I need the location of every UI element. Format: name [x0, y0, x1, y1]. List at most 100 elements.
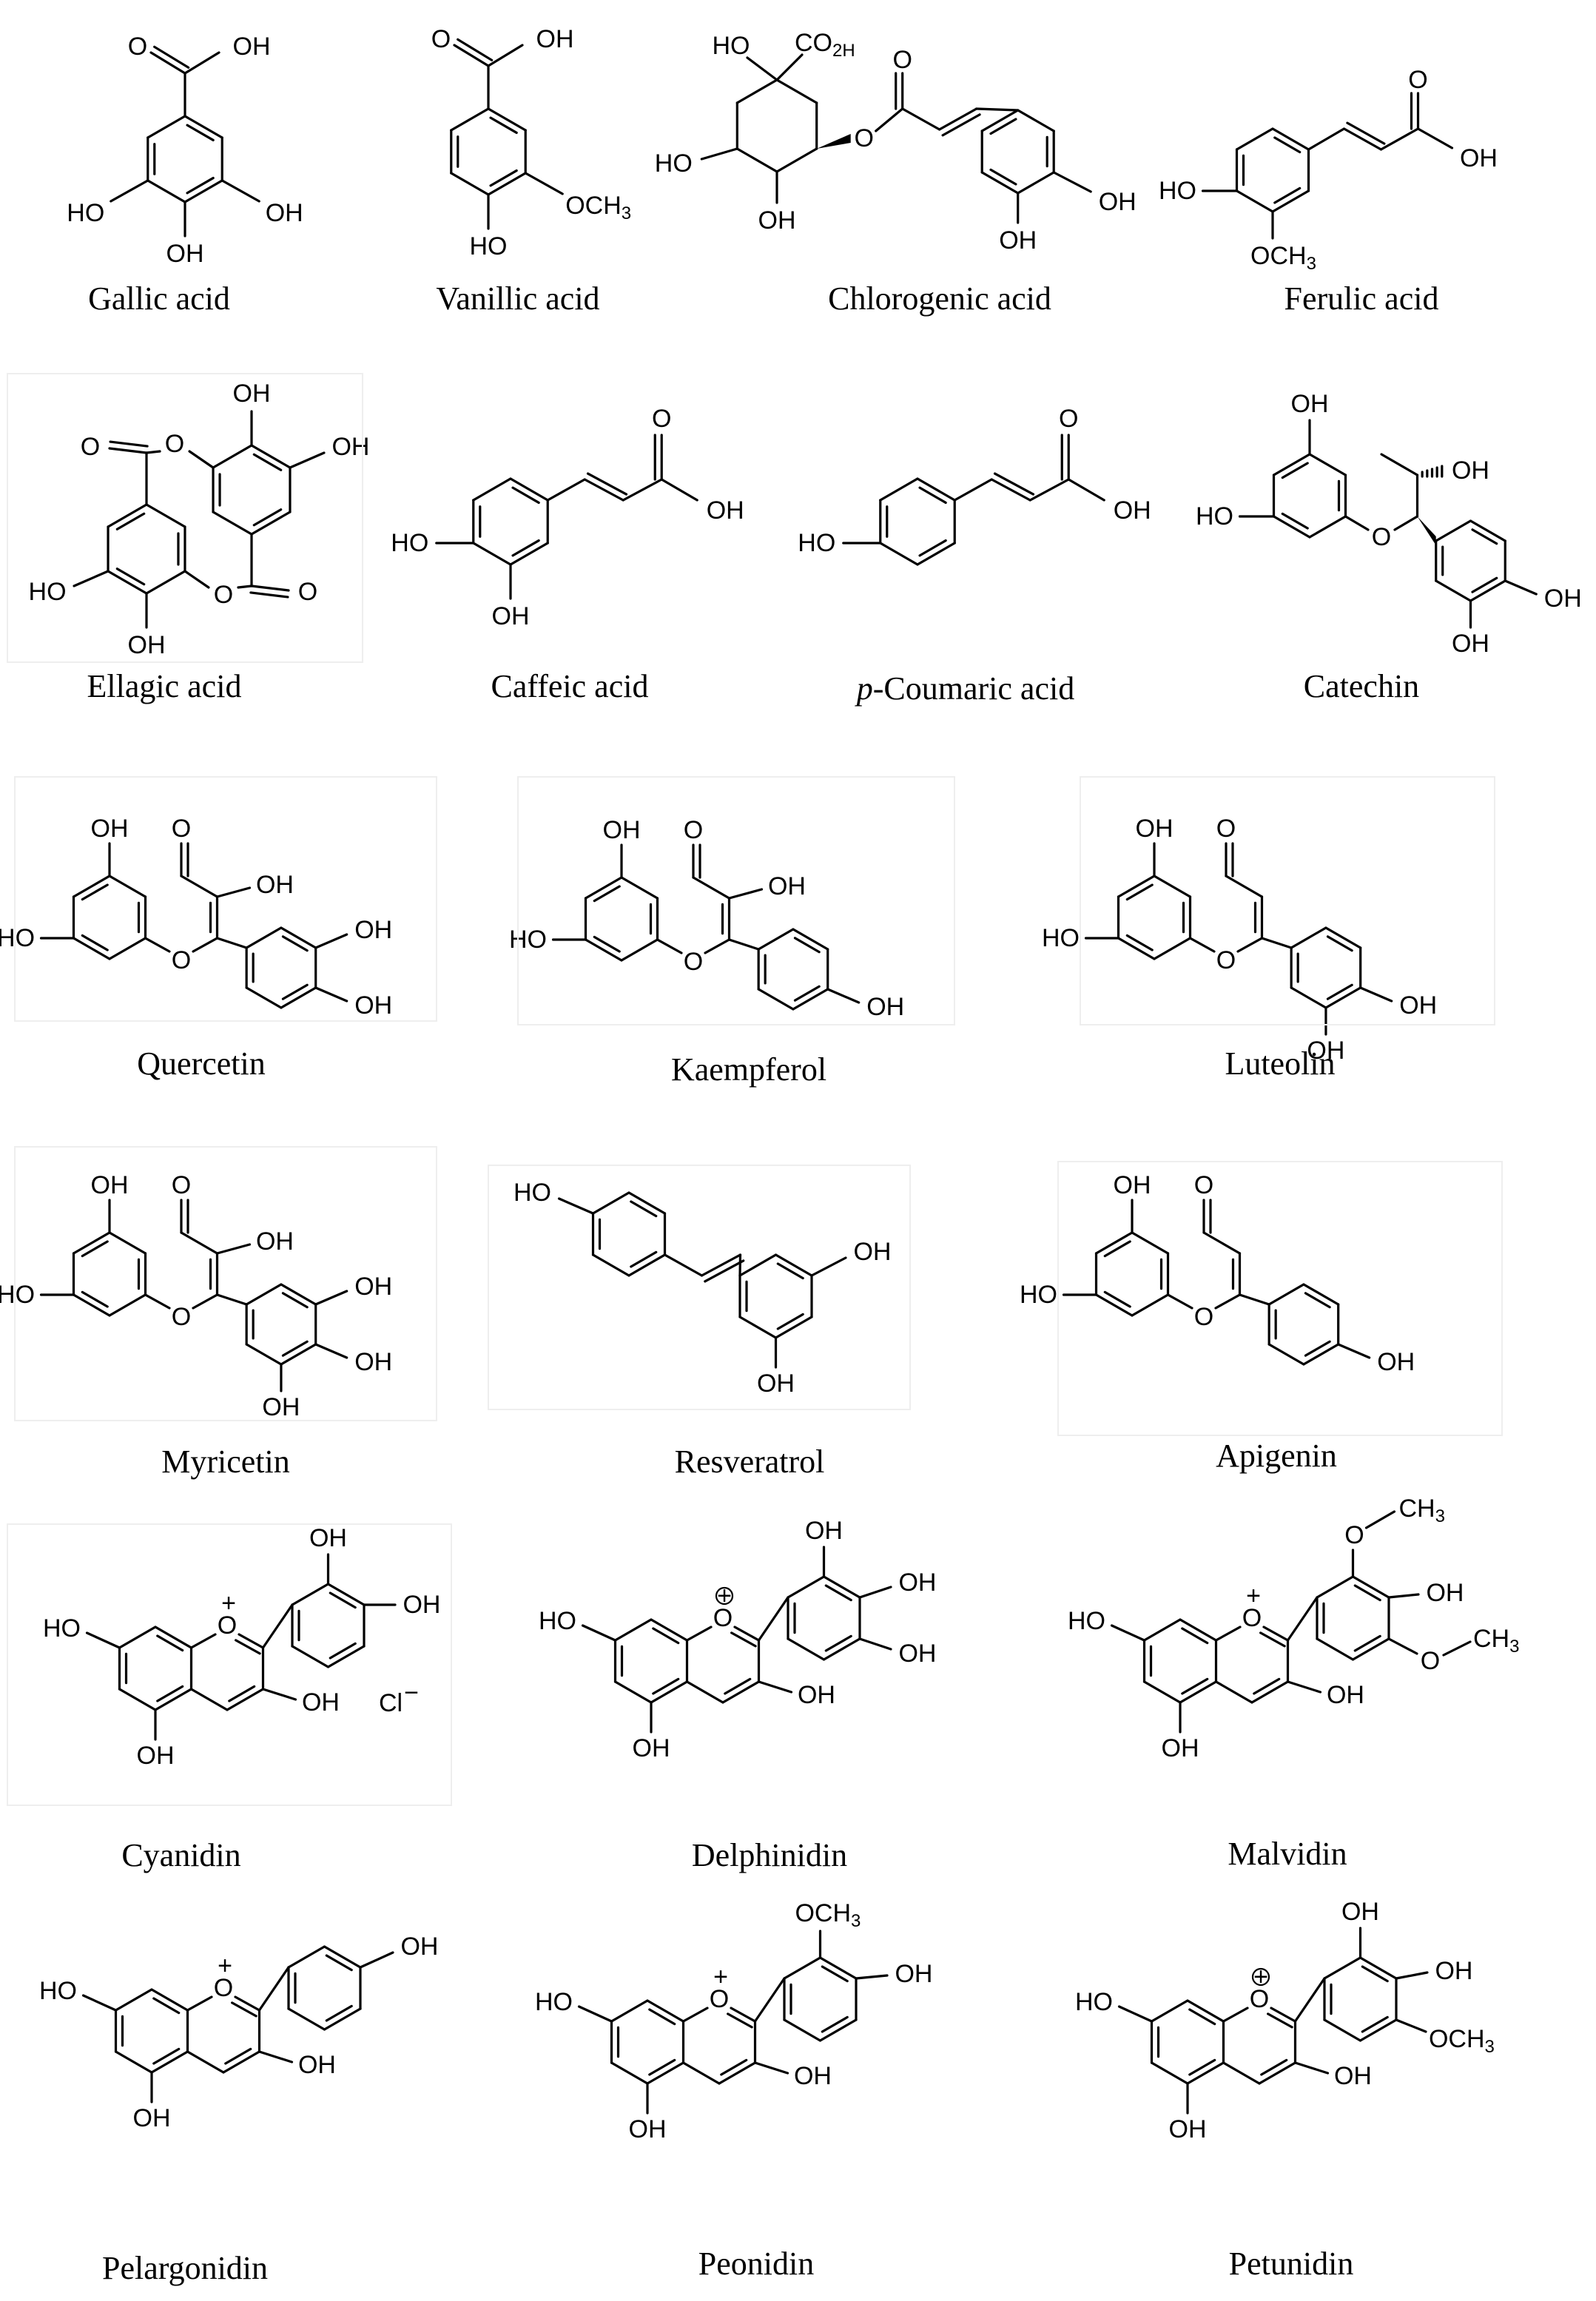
hydroxyl-label: HO — [0, 924, 35, 952]
bond — [660, 478, 698, 502]
bond — [1359, 986, 1393, 1003]
compound-name: Cyanidin — [121, 1837, 240, 1873]
ring-double-bond-inner — [281, 1292, 309, 1309]
bond — [1379, 127, 1420, 151]
bond — [1052, 171, 1092, 193]
ring-double-bond-inner — [325, 2004, 353, 2022]
ring-bond — [108, 875, 147, 898]
alkene-bond-second — [1346, 121, 1386, 145]
bond — [1442, 1640, 1472, 1657]
ring-double-bond — [280, 926, 317, 949]
methyl-label: CH3 — [1398, 1495, 1444, 1526]
hydroxyl-label: OH — [354, 991, 392, 1020]
ring-bond — [613, 1618, 653, 1642]
hydroxyl-label: OH — [794, 2062, 832, 2090]
bond — [685, 1680, 724, 1704]
oxonium-label: O — [218, 1611, 237, 1640]
hydroxyl-label: HO — [1042, 924, 1080, 952]
ring-double-bond — [1469, 519, 1506, 542]
ring-oxygen-label: O — [214, 581, 233, 609]
oxygen-label: O — [431, 25, 451, 53]
ring-double-bond-inner — [489, 116, 518, 135]
ring-double-bond — [250, 511, 292, 536]
ring-double-bond-second — [727, 2012, 753, 2029]
ring-double-bond — [72, 937, 111, 960]
ring-double-bond — [627, 1191, 667, 1215]
hydroxyl-label: OH — [866, 993, 904, 1021]
ring-double-bond — [1117, 875, 1156, 898]
bond — [81, 1994, 118, 2012]
bond — [189, 1688, 229, 1711]
panel-border — [14, 1146, 437, 1421]
ring-double-bond — [1179, 1618, 1218, 1642]
bond — [546, 478, 586, 502]
ring-double-bond — [822, 1637, 861, 1661]
panel-border — [7, 373, 363, 663]
ring-double-bond — [1270, 2007, 1297, 2023]
ring-double-bond — [650, 1680, 689, 1704]
bond — [192, 1293, 219, 1310]
ring-bond — [245, 986, 283, 1009]
hydroxyl-label: OH — [266, 199, 303, 227]
hydroxyl-label: OH — [91, 1171, 129, 1199]
bond — [826, 988, 861, 1004]
ring-bond — [1153, 937, 1192, 960]
ring-double-bond — [1186, 1999, 1225, 2023]
panel-border — [488, 1165, 911, 1410]
carbonyl-bond-second — [457, 38, 494, 61]
ring-double-bond — [792, 928, 829, 951]
ring-double-bond-inner — [81, 934, 109, 951]
hydroxyl-label: OH — [233, 380, 271, 408]
compound-name: Quercetin — [137, 1045, 265, 1082]
compound-name: Resveratrol — [675, 1443, 825, 1480]
compound-name: Delphinidin — [692, 1837, 847, 1873]
bond — [704, 938, 731, 954]
ring-double-bond — [150, 2050, 189, 2074]
ring-double-bond — [154, 1625, 193, 1649]
ring-double-bond-inner — [648, 2058, 676, 2076]
bond — [257, 2050, 294, 2064]
bond — [810, 1256, 847, 1277]
compound-name: Myricetin — [161, 1443, 290, 1480]
bond — [681, 2061, 721, 2085]
ring-bond — [1308, 515, 1347, 539]
compound-name: Gallic acid — [88, 280, 230, 317]
ring-double-bond — [1302, 1343, 1340, 1366]
compound-name: Luteolin — [1225, 1045, 1335, 1082]
carbonyl-bond-second — [153, 45, 190, 69]
panel-border — [1057, 1161, 1503, 1436]
ring-oxygen-label: O — [1216, 946, 1236, 974]
ring-double-bond-inner — [186, 124, 215, 142]
oxygen-label: O — [684, 816, 703, 844]
bond — [144, 937, 171, 953]
bond — [1202, 1231, 1242, 1255]
ring-double-bond-inner — [1260, 2058, 1288, 2076]
ring-oxygen-label: O — [1372, 523, 1391, 551]
ring-bond — [145, 570, 186, 595]
bond — [700, 147, 738, 161]
ring-double-bond — [730, 2007, 757, 2023]
bond — [1222, 2007, 1249, 2023]
ring-oxygen-label: O — [165, 430, 184, 458]
alkene-bond — [700, 1253, 742, 1277]
hydroxyl-label: OH — [1114, 496, 1151, 525]
hydroxyl-label: OH — [492, 602, 530, 630]
ring-double-bond — [916, 542, 956, 566]
ring-double-bond-inner — [918, 539, 947, 557]
oxygen-label: O — [1194, 1171, 1213, 1199]
ring-bond — [1131, 1293, 1170, 1317]
ring-double-bond-inner — [115, 512, 146, 530]
carbonyl-bond — [149, 51, 186, 75]
hydroxyl-label: OH — [128, 631, 166, 659]
bond — [1380, 453, 1419, 476]
hydroxyl-label: OH — [262, 1393, 300, 1421]
bond — [858, 1637, 892, 1651]
